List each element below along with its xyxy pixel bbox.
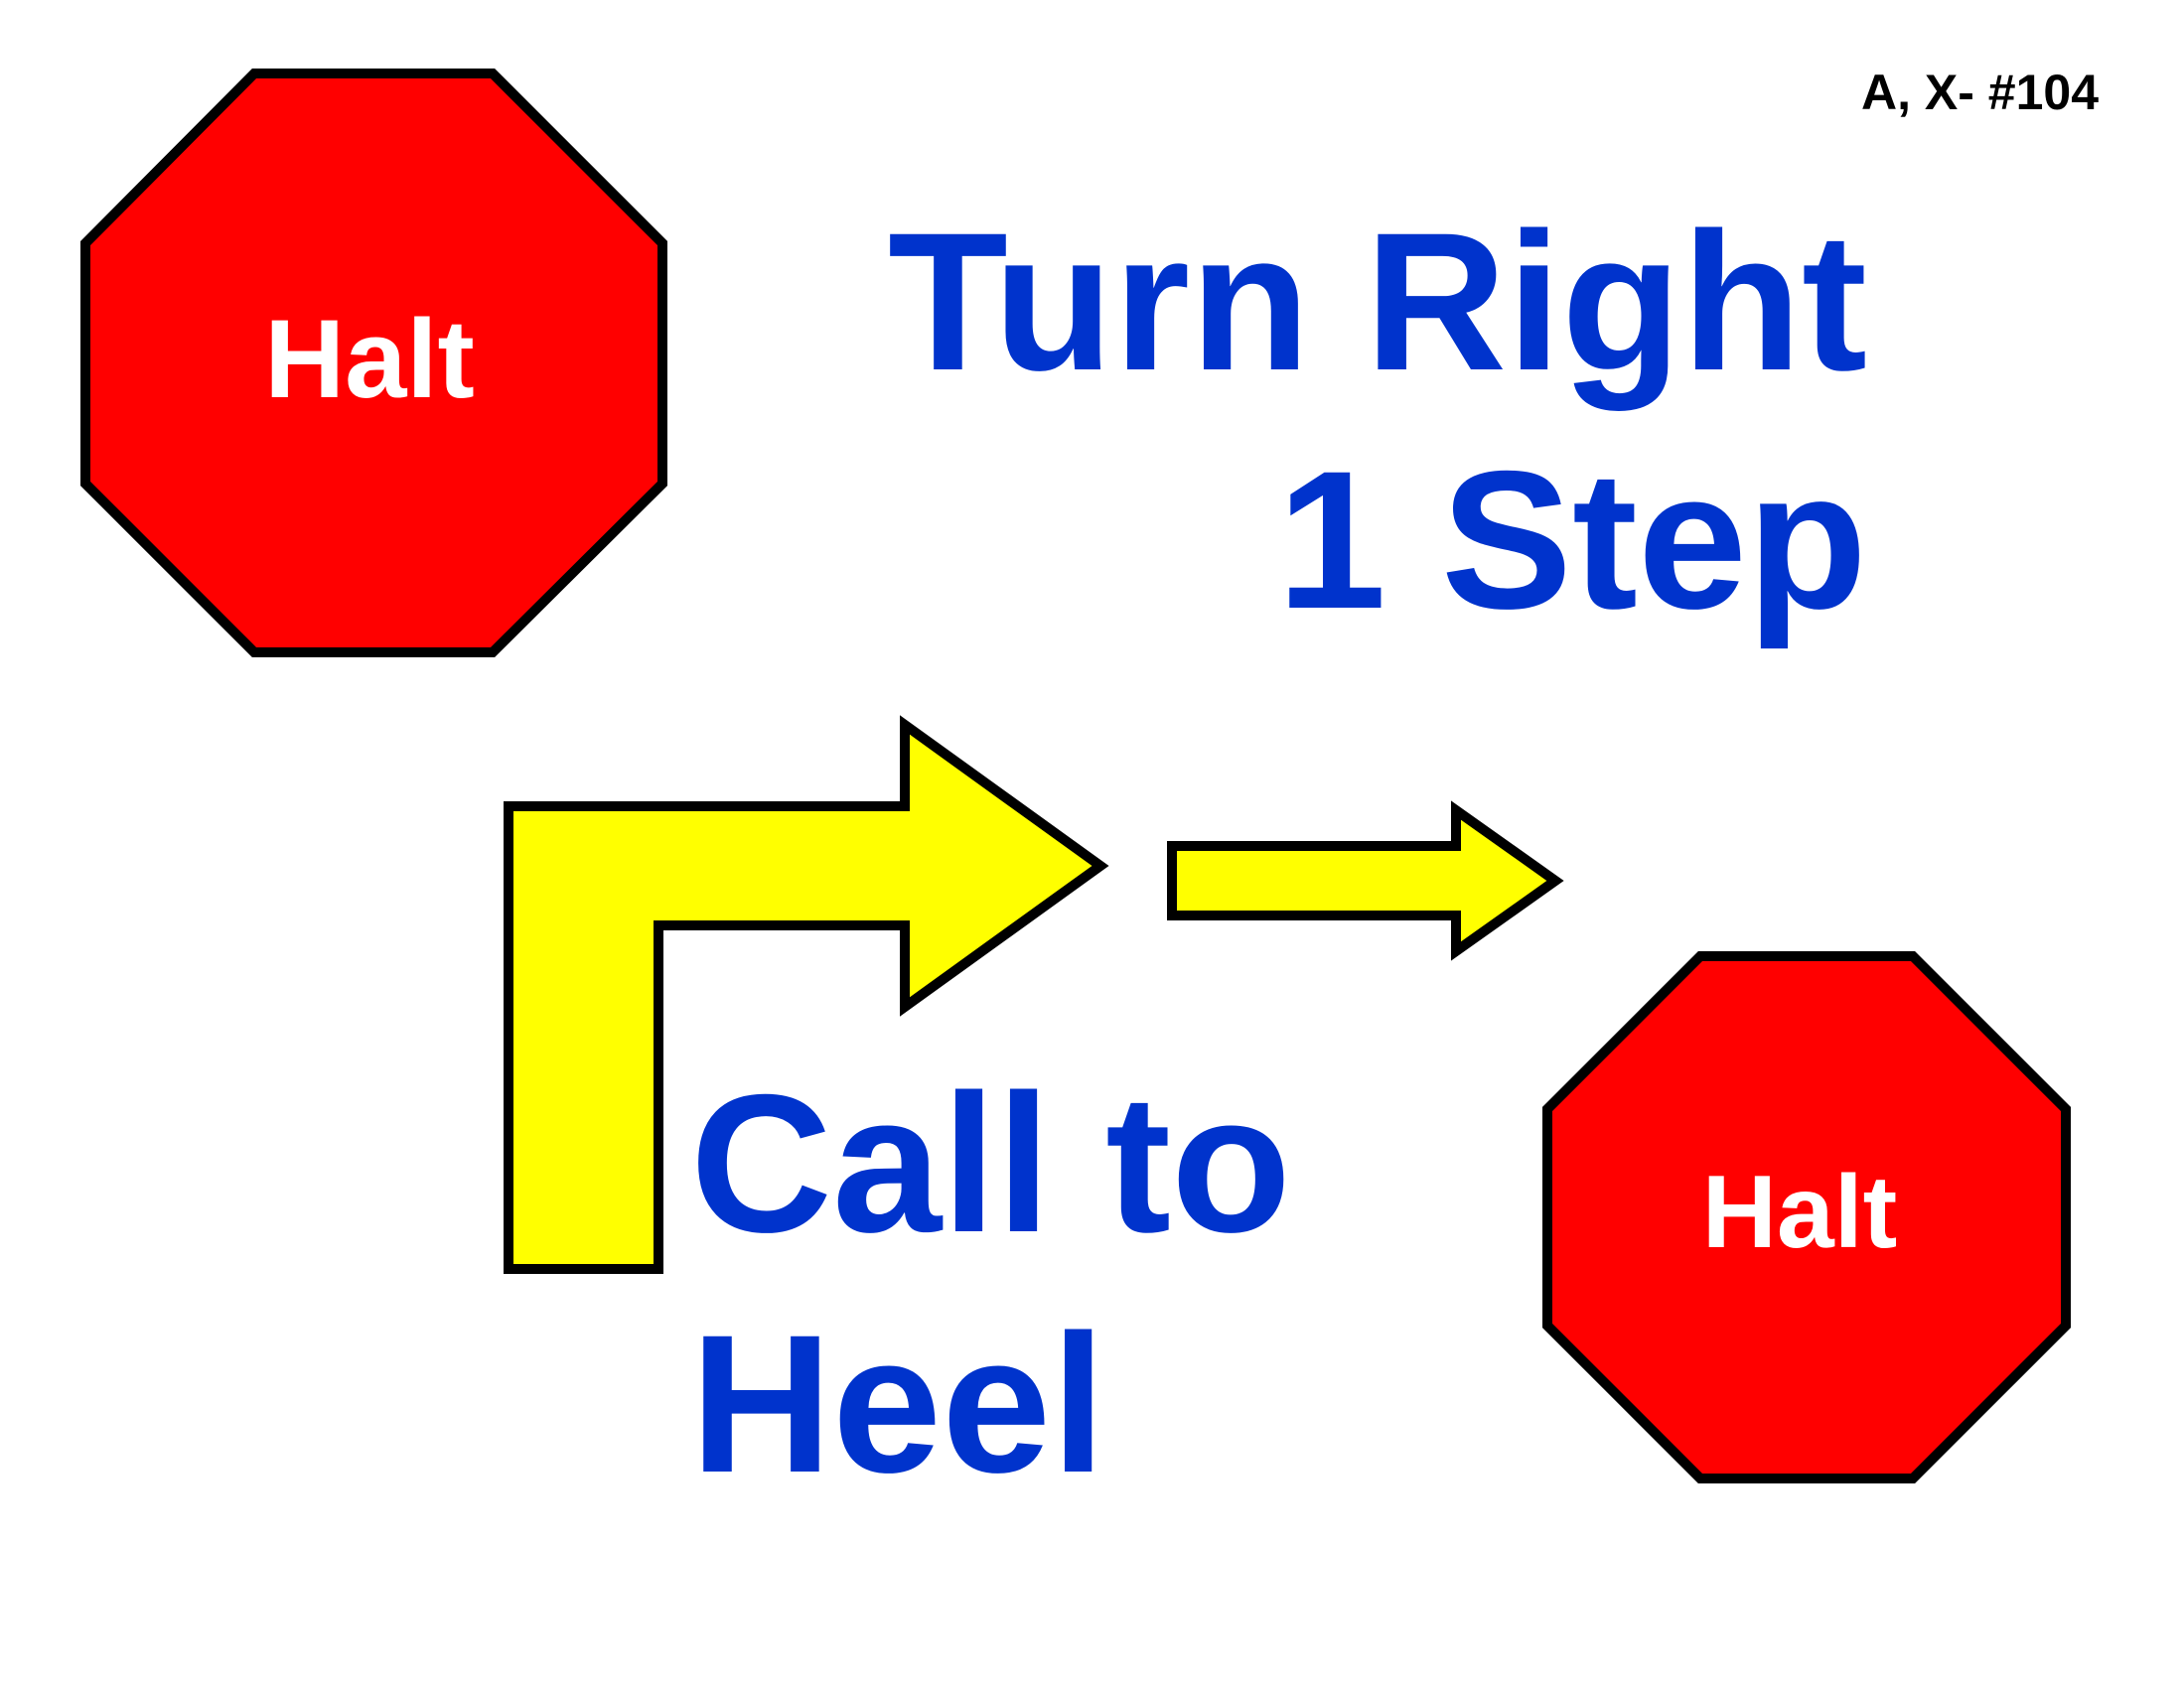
instruction-line-1: Call to: [690, 1054, 1291, 1273]
turn-right-arrow-icon: [504, 715, 1109, 1274]
stop-sign-icon: [1542, 951, 2071, 1483]
stop-sign-icon: [80, 69, 667, 657]
sign-code: A, X- #104: [1861, 65, 2099, 120]
straight-arrow-icon: [1167, 800, 1564, 961]
title-line-2: 1 Step: [1277, 430, 1867, 649]
instruction-line-2: Heel: [690, 1294, 1105, 1513]
title-line-1: Turn Right: [888, 192, 1867, 411]
halt-label: Halt: [1702, 1155, 1897, 1270]
halt-label: Halt: [264, 297, 475, 421]
